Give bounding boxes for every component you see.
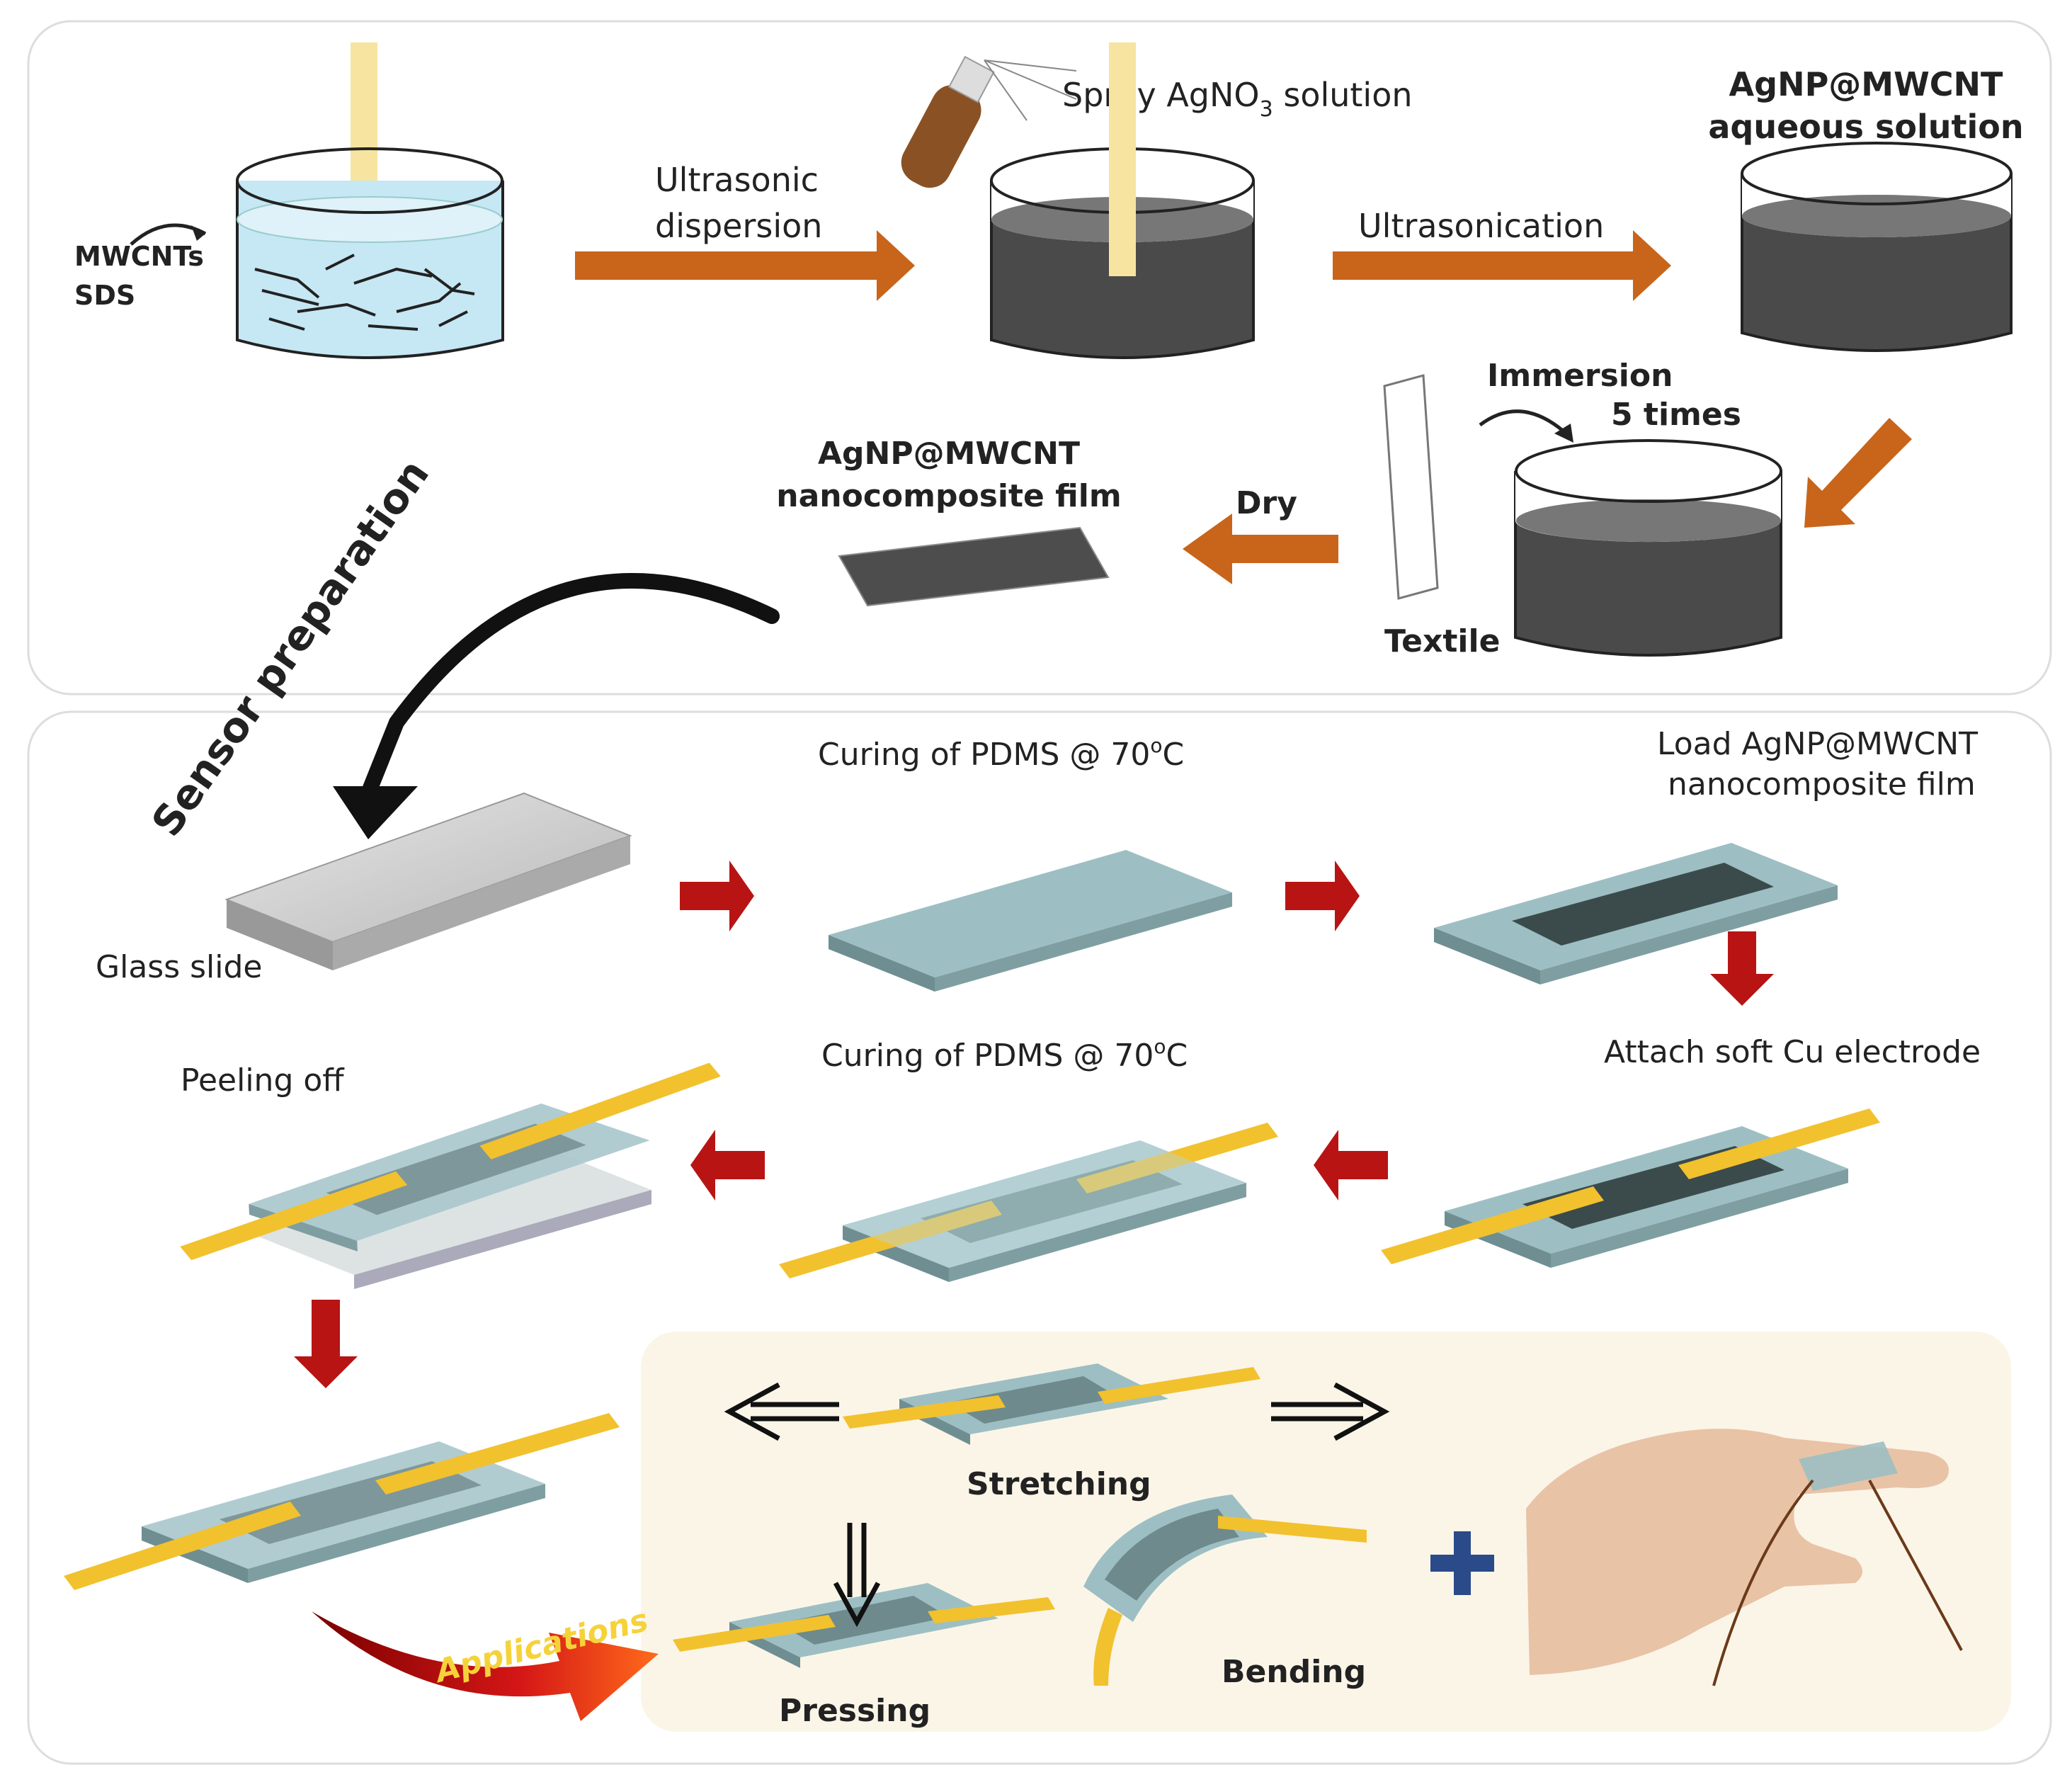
beaker-mwcnt-sds <box>236 42 504 359</box>
red-arrow-down-2 <box>294 1300 358 1388</box>
final-sensor <box>64 1413 620 1590</box>
sonicator-probe-2 <box>1109 42 1136 276</box>
press-arrow <box>833 1523 881 1628</box>
product-label-1: AgNP@MWCNT <box>1729 65 2004 103</box>
bending-label: Bending <box>1222 1654 1366 1690</box>
red-arrow-1 <box>680 861 754 931</box>
attach-label: Attach soft Cu electrode <box>1604 1034 1981 1070</box>
curing2-label: Curing of PDMS @ 70oC <box>821 1035 1188 1074</box>
spray-bottle <box>901 55 1077 188</box>
film-label-1: AgNP@MWCNT <box>818 436 1080 472</box>
product-label-2: aqueous solution <box>1708 108 2023 146</box>
step1-label-2: dispersion <box>655 207 822 245</box>
slab-with-electrodes <box>1381 1108 1880 1268</box>
cured-slab-2 <box>779 1123 1278 1282</box>
pressing-sensor <box>673 1583 1055 1668</box>
nanocomposite-film <box>838 526 1110 607</box>
nanotube-strands <box>254 254 475 331</box>
red-arrow-3 <box>1314 1130 1388 1201</box>
red-arrow-down-1 <box>1710 931 1774 1006</box>
beaker-immersion <box>1514 439 1782 657</box>
pressing-label: Pressing <box>779 1693 930 1729</box>
load-label-1: Load AgNP@MWCNT <box>1657 726 1978 762</box>
spray-label: Spray AgNO3 solution <box>1062 76 1413 122</box>
immersion-curve <box>1479 409 1570 437</box>
glass-slide-label: Glass slide <box>96 949 263 985</box>
arrow-step2 <box>1333 230 1671 301</box>
red-arrow-4 <box>690 1130 765 1201</box>
arrow-step1 <box>575 230 915 301</box>
film-label-2: nanocomposite film <box>776 478 1121 514</box>
pdms-slab-with-film <box>1434 843 1838 985</box>
red-arrow-2 <box>1285 861 1360 931</box>
reagents-label-1: MWCNTs <box>74 241 204 272</box>
immersion-label-1: Immersion <box>1487 358 1673 394</box>
immersion-label-2: 5 times <box>1611 397 1741 433</box>
peeling-label: Peeling off <box>181 1062 345 1099</box>
step2-label: Ultrasonication <box>1358 207 1604 245</box>
hand-with-sensor <box>1526 1429 1963 1686</box>
bending-sensor <box>1083 1494 1367 1686</box>
beaker-sonication <box>990 42 1255 359</box>
textile-label: Textile <box>1384 623 1500 659</box>
arrow-step3 <box>1804 418 1912 528</box>
stretching-label: Stretching <box>967 1466 1151 1502</box>
sensor-prep-arrow <box>360 573 780 801</box>
load-label-2: nanocomposite film <box>1668 766 1976 802</box>
beaker-product <box>1741 142 2013 352</box>
applications-arrow <box>312 1611 659 1721</box>
pdms-slab-1 <box>829 850 1232 992</box>
stretch-right-arrow <box>1271 1382 1390 1441</box>
reagents-label-2: SDS <box>74 280 135 311</box>
glass-slide <box>224 792 632 970</box>
dry-label: Dry <box>1236 485 1297 521</box>
step1-label-1: Ultrasonic <box>655 161 819 199</box>
stretching-sensor <box>843 1363 1260 1445</box>
plus-icon <box>1430 1531 1494 1595</box>
peeled-sensor <box>180 1062 721 1289</box>
textile-sheet <box>1383 374 1439 600</box>
curing1-label: Curing of PDMS @ 70oC <box>818 734 1184 773</box>
stretch-left-arrow <box>724 1382 839 1441</box>
arrow-dry <box>1183 514 1338 584</box>
